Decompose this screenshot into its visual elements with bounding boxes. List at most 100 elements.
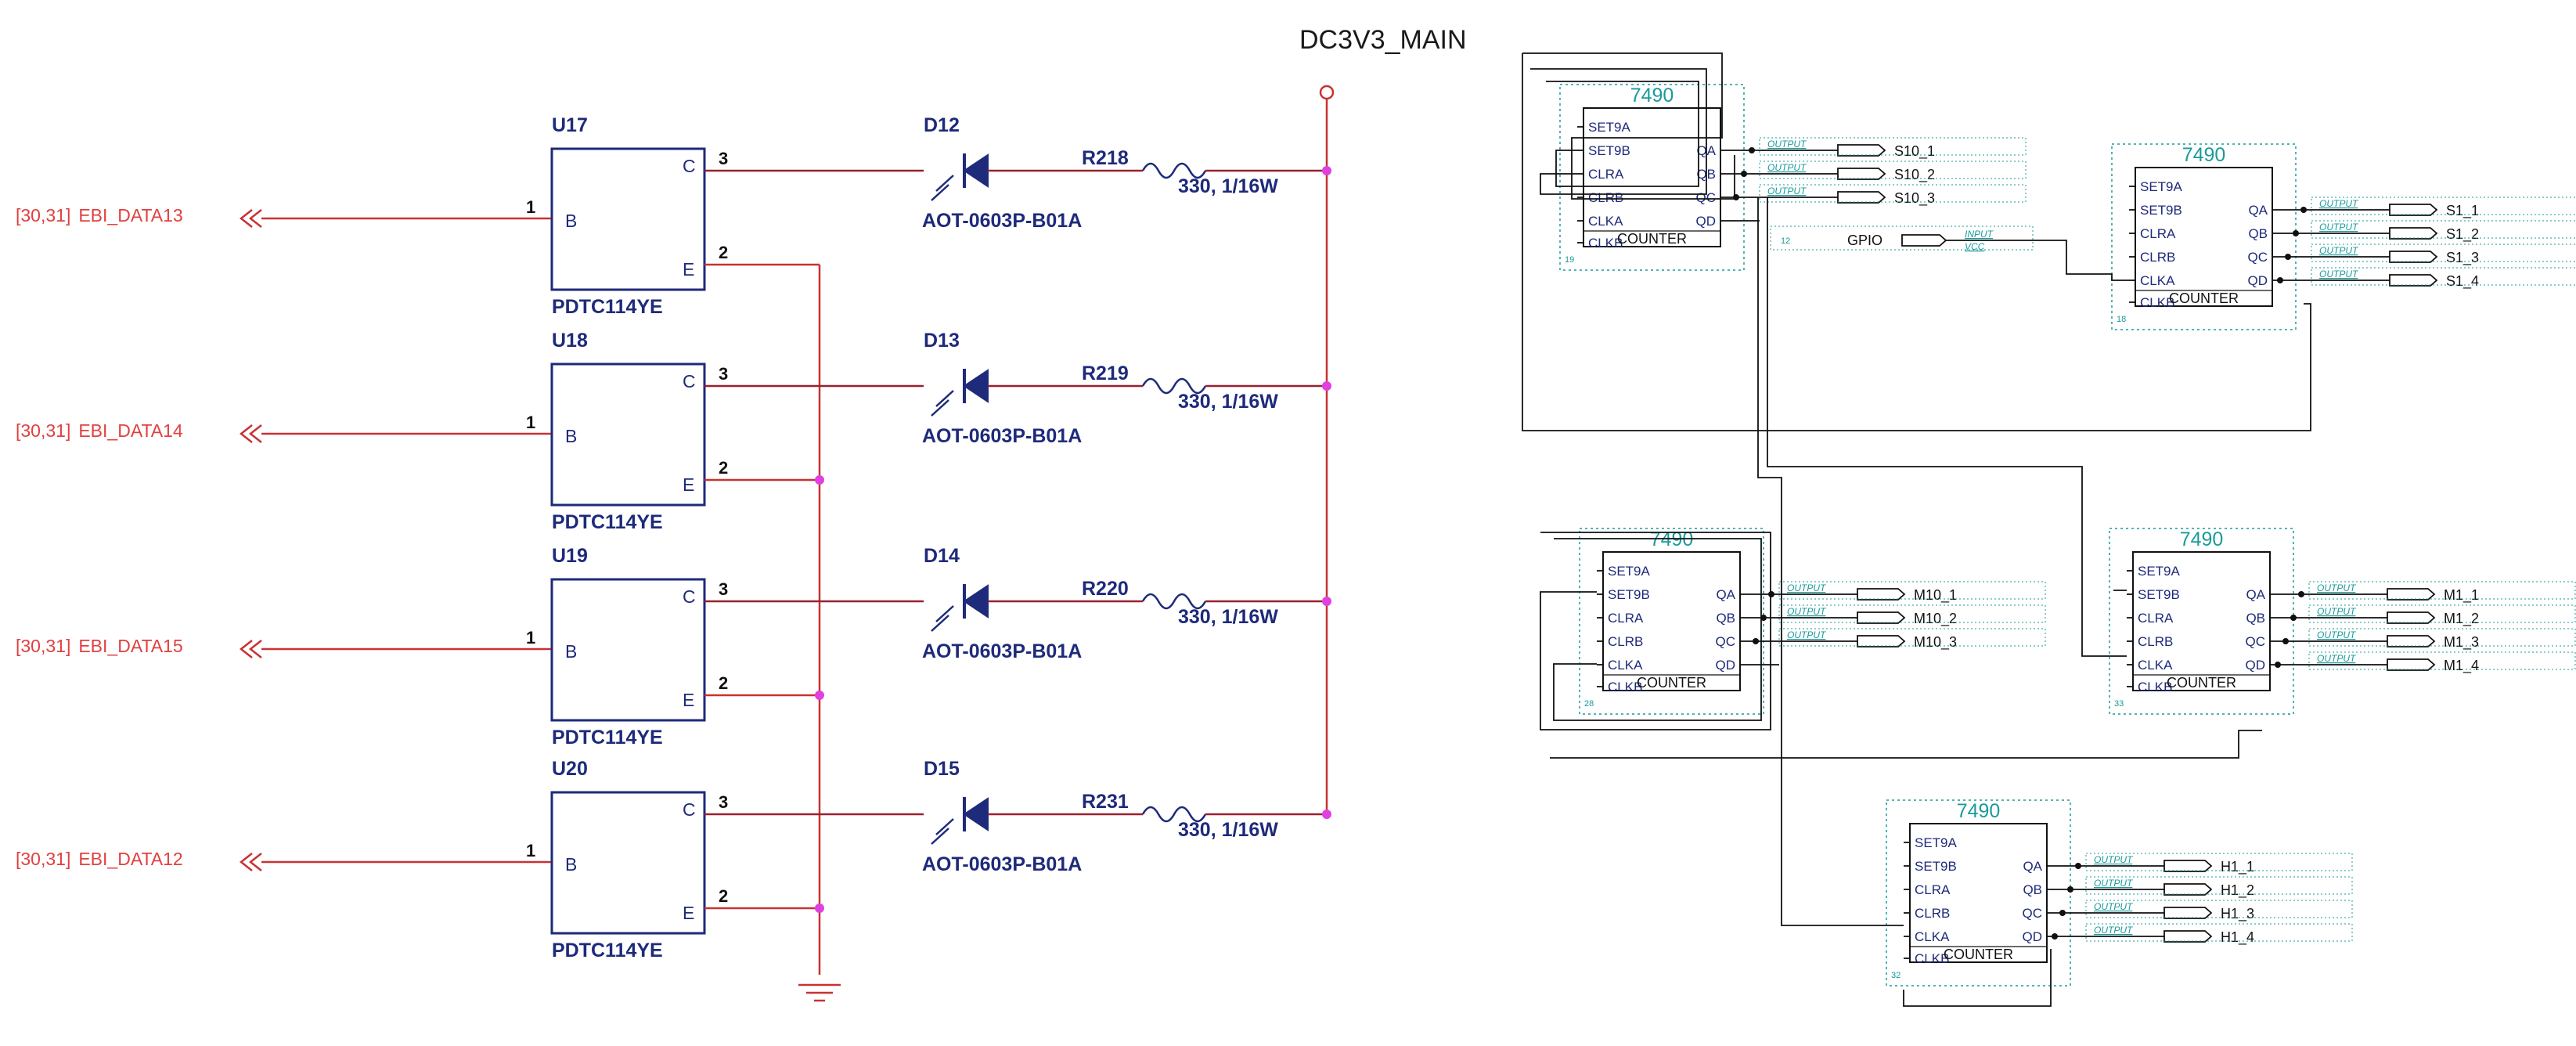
counter-title: 7490 xyxy=(1957,800,2001,822)
output-outline xyxy=(1778,604,2046,623)
output-tag: OUTPUT xyxy=(2094,925,2134,936)
counter-outline xyxy=(2111,143,2297,330)
junction-dot xyxy=(2298,591,2304,597)
counter-body xyxy=(1583,107,1721,247)
resistor-icon xyxy=(1141,806,1207,823)
counter-number: 28 xyxy=(1584,699,1594,709)
output-outline xyxy=(1759,137,2027,156)
output-port-icon xyxy=(2389,227,2438,240)
pin-label: E xyxy=(683,690,694,710)
output-outline xyxy=(2311,220,2576,239)
counter-pin-label: CLRB xyxy=(1608,634,1643,649)
counter-pin-label: CLKB xyxy=(1588,236,1623,251)
ground-symbol xyxy=(798,983,841,1002)
transistor-part: PDTC114YE xyxy=(552,296,663,318)
junction-dot xyxy=(2075,863,2081,869)
transistor-part: PDTC114YE xyxy=(552,940,663,961)
transistor-body xyxy=(550,791,706,935)
output-signal: M10_2 xyxy=(1914,611,1957,627)
output-tag: OUTPUT xyxy=(2319,198,2359,209)
counter-pin-label: CLKA xyxy=(2138,658,2173,673)
output-tag: OUTPUT xyxy=(2317,606,2357,617)
junction-dot xyxy=(2277,277,2283,283)
power-rail-label: DC3V3_MAIN xyxy=(1299,25,1467,55)
transistor-body xyxy=(550,578,706,722)
resistor-ref: R220 xyxy=(1082,578,1129,600)
output-tag: OUTPUT xyxy=(2319,269,2359,280)
junction-dot xyxy=(2052,933,2058,940)
output-outline xyxy=(2085,923,2353,942)
led-diode-icon xyxy=(963,369,989,403)
pin-label: B xyxy=(565,854,577,875)
counter-outline xyxy=(1886,799,2071,986)
counter-pin-label: QB xyxy=(2248,226,2268,241)
gpio-clock-wire xyxy=(2035,240,2129,281)
output-signal: H1_3 xyxy=(2221,906,2254,922)
net-name: EBI_DATA13 xyxy=(78,205,182,225)
output-port-icon xyxy=(1857,635,1906,647)
counter-pin-label: CLKA xyxy=(1608,658,1643,673)
output-port-icon xyxy=(2163,860,2213,872)
output-outline xyxy=(1759,161,2027,179)
counter-pin-label: QD xyxy=(2246,658,2266,673)
output-outline xyxy=(1759,184,2027,203)
counter-pin-label: CLKA xyxy=(1588,214,1623,229)
counter-pin-label: CLKB xyxy=(1608,680,1642,694)
transistor-part: PDTC114YE xyxy=(552,727,663,748)
output-port-icon xyxy=(2389,274,2438,287)
power-rail-terminal xyxy=(1319,85,1335,100)
counter-pin-label: CLKA xyxy=(1915,929,1950,944)
output-outline xyxy=(2311,243,2576,262)
gpio-tag: INPUT xyxy=(1965,229,1994,240)
net-label: [30,31]EBI_DATA12 xyxy=(16,849,183,869)
led-diode-icon xyxy=(963,797,989,831)
interconnect-wire xyxy=(1550,730,2262,759)
pin-number: 3 xyxy=(719,149,728,168)
counter-pin-label: CLKB xyxy=(2140,295,2174,310)
counter-pin-label: CLKA xyxy=(2140,273,2175,288)
net-prefix: [30,31] xyxy=(16,849,70,869)
output-tag: OUTPUT xyxy=(2317,653,2357,664)
net-name: EBI_DATA15 xyxy=(78,636,182,656)
resistor-icon xyxy=(1141,162,1207,179)
pin-label: B xyxy=(565,426,577,446)
output-port-icon xyxy=(1837,144,1886,157)
output-tag: OUTPUT xyxy=(1787,629,1827,640)
counter-pin-label: QB xyxy=(2246,611,2265,626)
counter-pin-label: QA xyxy=(2248,203,2268,218)
output-outline xyxy=(2308,628,2576,647)
resistor-icon xyxy=(1141,377,1207,395)
counter-pin-label: SET9A xyxy=(1588,120,1631,135)
counter-title: 7490 xyxy=(2182,144,2226,166)
junction-dot xyxy=(815,475,824,485)
counter-pin-label: QD xyxy=(2248,273,2268,288)
pin-number: 2 xyxy=(719,458,728,478)
pin-label: E xyxy=(683,903,694,923)
output-outline xyxy=(2308,604,2576,623)
pin-label: C xyxy=(683,156,696,176)
counter-number: 19 xyxy=(1565,255,1574,265)
output-signal: M1_4 xyxy=(2444,658,2479,674)
counter-body xyxy=(1602,551,1741,691)
junction-dot xyxy=(815,904,824,913)
interconnect-wire xyxy=(1546,81,1699,187)
counter-m1: 7490SET9ASET9BCLRACLRBCLKACLKBQAQBQCQDCO… xyxy=(2109,528,2576,715)
junction-dot xyxy=(1749,147,1755,153)
counter-pin-label: CLRA xyxy=(1608,611,1644,626)
counter-pin-label: QA xyxy=(2246,587,2265,602)
output-tag: OUTPUT xyxy=(2094,901,2134,912)
counter-pin-label: CLKB xyxy=(1915,951,1949,966)
transistor-body xyxy=(550,147,706,291)
net-prefix: [30,31] xyxy=(16,420,70,441)
output-signal: S10_1 xyxy=(1894,143,1935,160)
junction-dot xyxy=(2285,254,2291,260)
output-signal: S1_3 xyxy=(2446,250,2479,266)
counter-pin-label: CLRB xyxy=(1915,906,1950,921)
counter-s10: 7490SET9ASET9BCLRACLRBCLKACLKBQAQBQCQDCO… xyxy=(1559,84,2027,271)
output-tag: OUTPUT xyxy=(1787,606,1827,617)
output-signal: M1_1 xyxy=(2444,587,2479,604)
output-outline xyxy=(2311,197,2576,215)
output-outline xyxy=(2308,581,2576,600)
